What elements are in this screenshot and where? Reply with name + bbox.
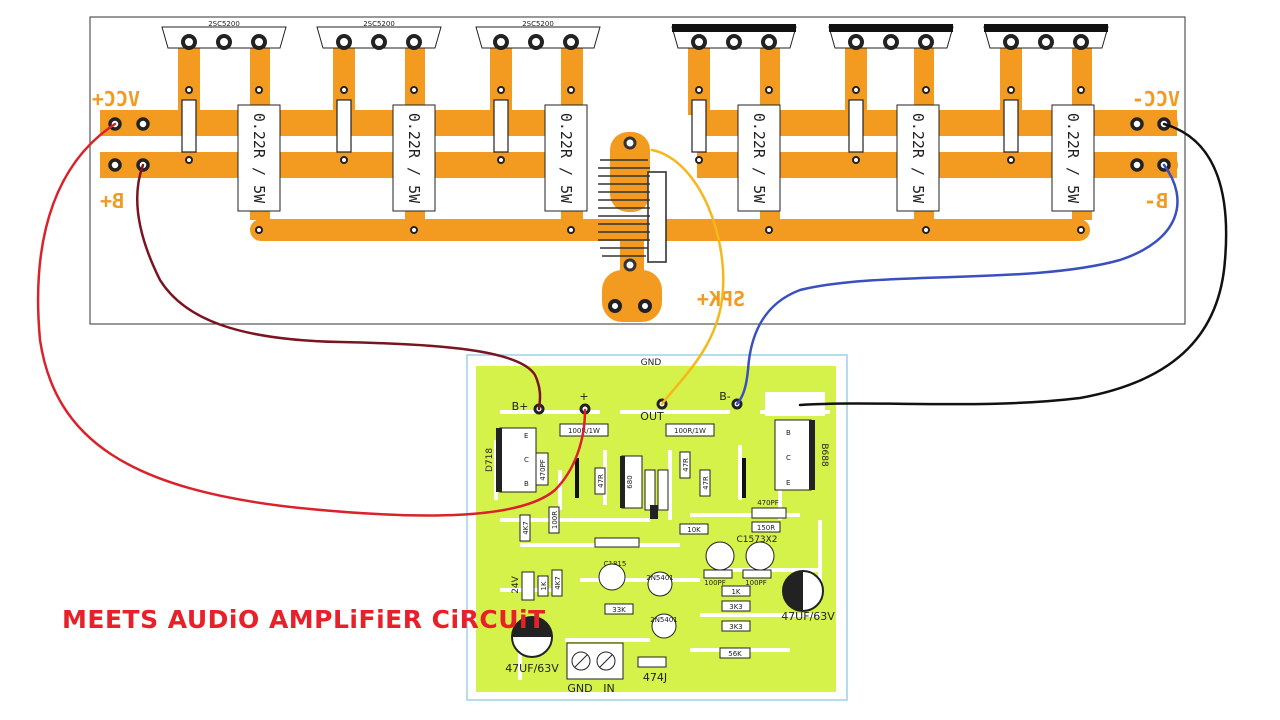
wire-vcc-plus bbox=[36, 122, 587, 517]
svg-text:100R: 100R bbox=[551, 511, 559, 529]
resistor-56k: 56K bbox=[719, 647, 751, 659]
svg-text:E: E bbox=[524, 432, 528, 440]
svg-text:47R: 47R bbox=[682, 458, 690, 472]
svg-text:+: + bbox=[579, 390, 588, 403]
emitter-resistors: 0.22R / 5W 0.22R / 5W 0.22R / 5W 0.22R /… bbox=[237, 104, 1095, 212]
vcc-minus-label: VCC- bbox=[1132, 87, 1180, 111]
driver-board: GND B+ + OUT B- - D718 E C B B688 B C bbox=[466, 354, 848, 701]
input-connector: GND IN bbox=[566, 642, 624, 695]
svg-text:C1573X2: C1573X2 bbox=[736, 535, 777, 545]
svg-text:3K3: 3K3 bbox=[729, 603, 743, 611]
zener-24v: 24V 1K bbox=[511, 571, 549, 601]
resistor-150r: 150R bbox=[751, 521, 781, 533]
svg-text:0.22R / 5W: 0.22R / 5W bbox=[750, 113, 768, 204]
svg-text:1K: 1K bbox=[731, 588, 740, 596]
cap-47uf-left: 47UF/63V bbox=[505, 616, 559, 675]
transistor-2n5401-a: 2N5401 bbox=[646, 571, 674, 597]
svg-text:B: B bbox=[524, 480, 529, 488]
resistor-5: 0.22R / 5W bbox=[896, 104, 940, 212]
wire-b-plus bbox=[135, 163, 542, 411]
svg-text:0.22R / 5W: 0.22R / 5W bbox=[250, 113, 268, 204]
svg-text:33K: 33K bbox=[612, 606, 626, 614]
resistor-1k: 1K bbox=[721, 585, 751, 597]
svg-text:B-: B- bbox=[719, 390, 731, 403]
svg-text:B: B bbox=[786, 429, 791, 437]
svg-text:C: C bbox=[524, 456, 529, 464]
svg-text:E: E bbox=[786, 479, 790, 487]
b-minus-label: B- bbox=[1144, 189, 1168, 213]
svg-text:100R/1W: 100R/1W bbox=[674, 427, 706, 435]
resistor-1: 0.22R / 5W bbox=[237, 104, 281, 212]
svg-text:C: C bbox=[786, 454, 791, 462]
output-inductor bbox=[598, 136, 667, 272]
speaker-pads bbox=[608, 299, 652, 313]
caption: MEETS AUDiO AMPLiFiER CiRCUiT bbox=[62, 605, 546, 634]
svg-text:470PF: 470PF bbox=[539, 459, 547, 481]
supply-terminals bbox=[102, 112, 1178, 177]
resistor-3k3-a: 3K3 bbox=[721, 600, 751, 612]
svg-text:4K7: 4K7 bbox=[554, 576, 562, 590]
transistor-2n5401-b: 2N5401 bbox=[650, 613, 678, 639]
b-plus-label: B+ bbox=[100, 189, 124, 213]
wire-b-minus bbox=[735, 163, 1179, 406]
svg-text:47R: 47R bbox=[702, 476, 710, 490]
svg-text:B+: B+ bbox=[512, 400, 529, 413]
resistor-2: 0.22R / 5W bbox=[392, 104, 436, 212]
vcc-plus-label: VCC+ bbox=[92, 87, 140, 111]
resistor-3: 0.22R / 5W bbox=[544, 104, 588, 212]
cap-470pf-left: 470PF bbox=[535, 452, 549, 486]
cap-474j: 474J bbox=[637, 656, 667, 684]
resistor-33k: 33K bbox=[604, 603, 634, 615]
svg-text:GND: GND bbox=[641, 358, 662, 368]
resistor-6: 0.22R / 5W bbox=[1051, 104, 1095, 212]
svg-text:150R: 150R bbox=[757, 524, 775, 532]
pads bbox=[181, 34, 1089, 50]
svg-text:0.22R / 5W: 0.22R / 5W bbox=[557, 113, 575, 204]
svg-text:0.22R / 5W: 0.22R / 5W bbox=[1064, 113, 1082, 204]
svg-text:0.22R / 5W: 0.22R / 5W bbox=[909, 113, 927, 204]
svg-text:100PF: 100PF bbox=[704, 579, 726, 587]
svg-text:10K: 10K bbox=[687, 526, 701, 534]
svg-text:GND: GND bbox=[567, 682, 592, 695]
svg-text:4K7: 4K7 bbox=[522, 521, 530, 535]
svg-text:OUT: OUT bbox=[640, 410, 664, 423]
svg-text:56K: 56K bbox=[728, 650, 742, 658]
svg-text:474J: 474J bbox=[643, 671, 667, 684]
svg-text:2SC5200: 2SC5200 bbox=[363, 20, 395, 28]
resistor-10k: 10K bbox=[679, 523, 709, 535]
small-resistors bbox=[519, 451, 711, 597]
power-board: 2SC5200 2SC5200 2SC5200 bbox=[89, 16, 1186, 325]
svg-text:3K3: 3K3 bbox=[729, 623, 743, 631]
svg-text:1K: 1K bbox=[540, 581, 548, 590]
svg-text:D718: D718 bbox=[485, 448, 495, 472]
svg-text:2N5401: 2N5401 bbox=[646, 574, 674, 582]
svg-text:47UF/63V: 47UF/63V bbox=[505, 662, 559, 675]
transistor-c1815: C1815 bbox=[598, 560, 626, 591]
transistor-c1573-pair: C1573X2 100PF 100PF bbox=[703, 535, 778, 587]
wire-vcc-minus bbox=[798, 122, 1228, 407]
resistor-4: 0.22R / 5W bbox=[737, 104, 781, 212]
svg-text:24V: 24V bbox=[511, 575, 521, 593]
svg-text:2N5401: 2N5401 bbox=[650, 616, 678, 624]
svg-text:B688: B688 bbox=[819, 443, 829, 467]
svg-text:2SC5200: 2SC5200 bbox=[208, 20, 240, 28]
svg-text:0.22R / 5W: 0.22R / 5W bbox=[405, 113, 423, 204]
svg-text:47UF/63V: 47UF/63V bbox=[781, 610, 835, 623]
svg-text:100PF: 100PF bbox=[745, 579, 767, 587]
svg-text:470PF: 470PF bbox=[757, 499, 779, 507]
wires bbox=[36, 122, 1228, 517]
resistor-3k3-b: 3K3 bbox=[721, 620, 751, 632]
bias-block: 680 bbox=[620, 455, 669, 519]
svg-text:680: 680 bbox=[626, 475, 634, 488]
wire-spk-out bbox=[650, 148, 725, 406]
svg-text:2SC5200: 2SC5200 bbox=[522, 20, 554, 28]
resistor-100r-right: 100R/1W bbox=[665, 423, 715, 437]
cap-470pf-right: 470PF bbox=[751, 499, 787, 519]
svg-text:47R: 47R bbox=[597, 474, 605, 488]
svg-text:IN: IN bbox=[603, 682, 614, 695]
transistor-b688: B688 B C E bbox=[774, 419, 829, 491]
cap-47uf-right: 47UF/63V bbox=[781, 570, 835, 623]
